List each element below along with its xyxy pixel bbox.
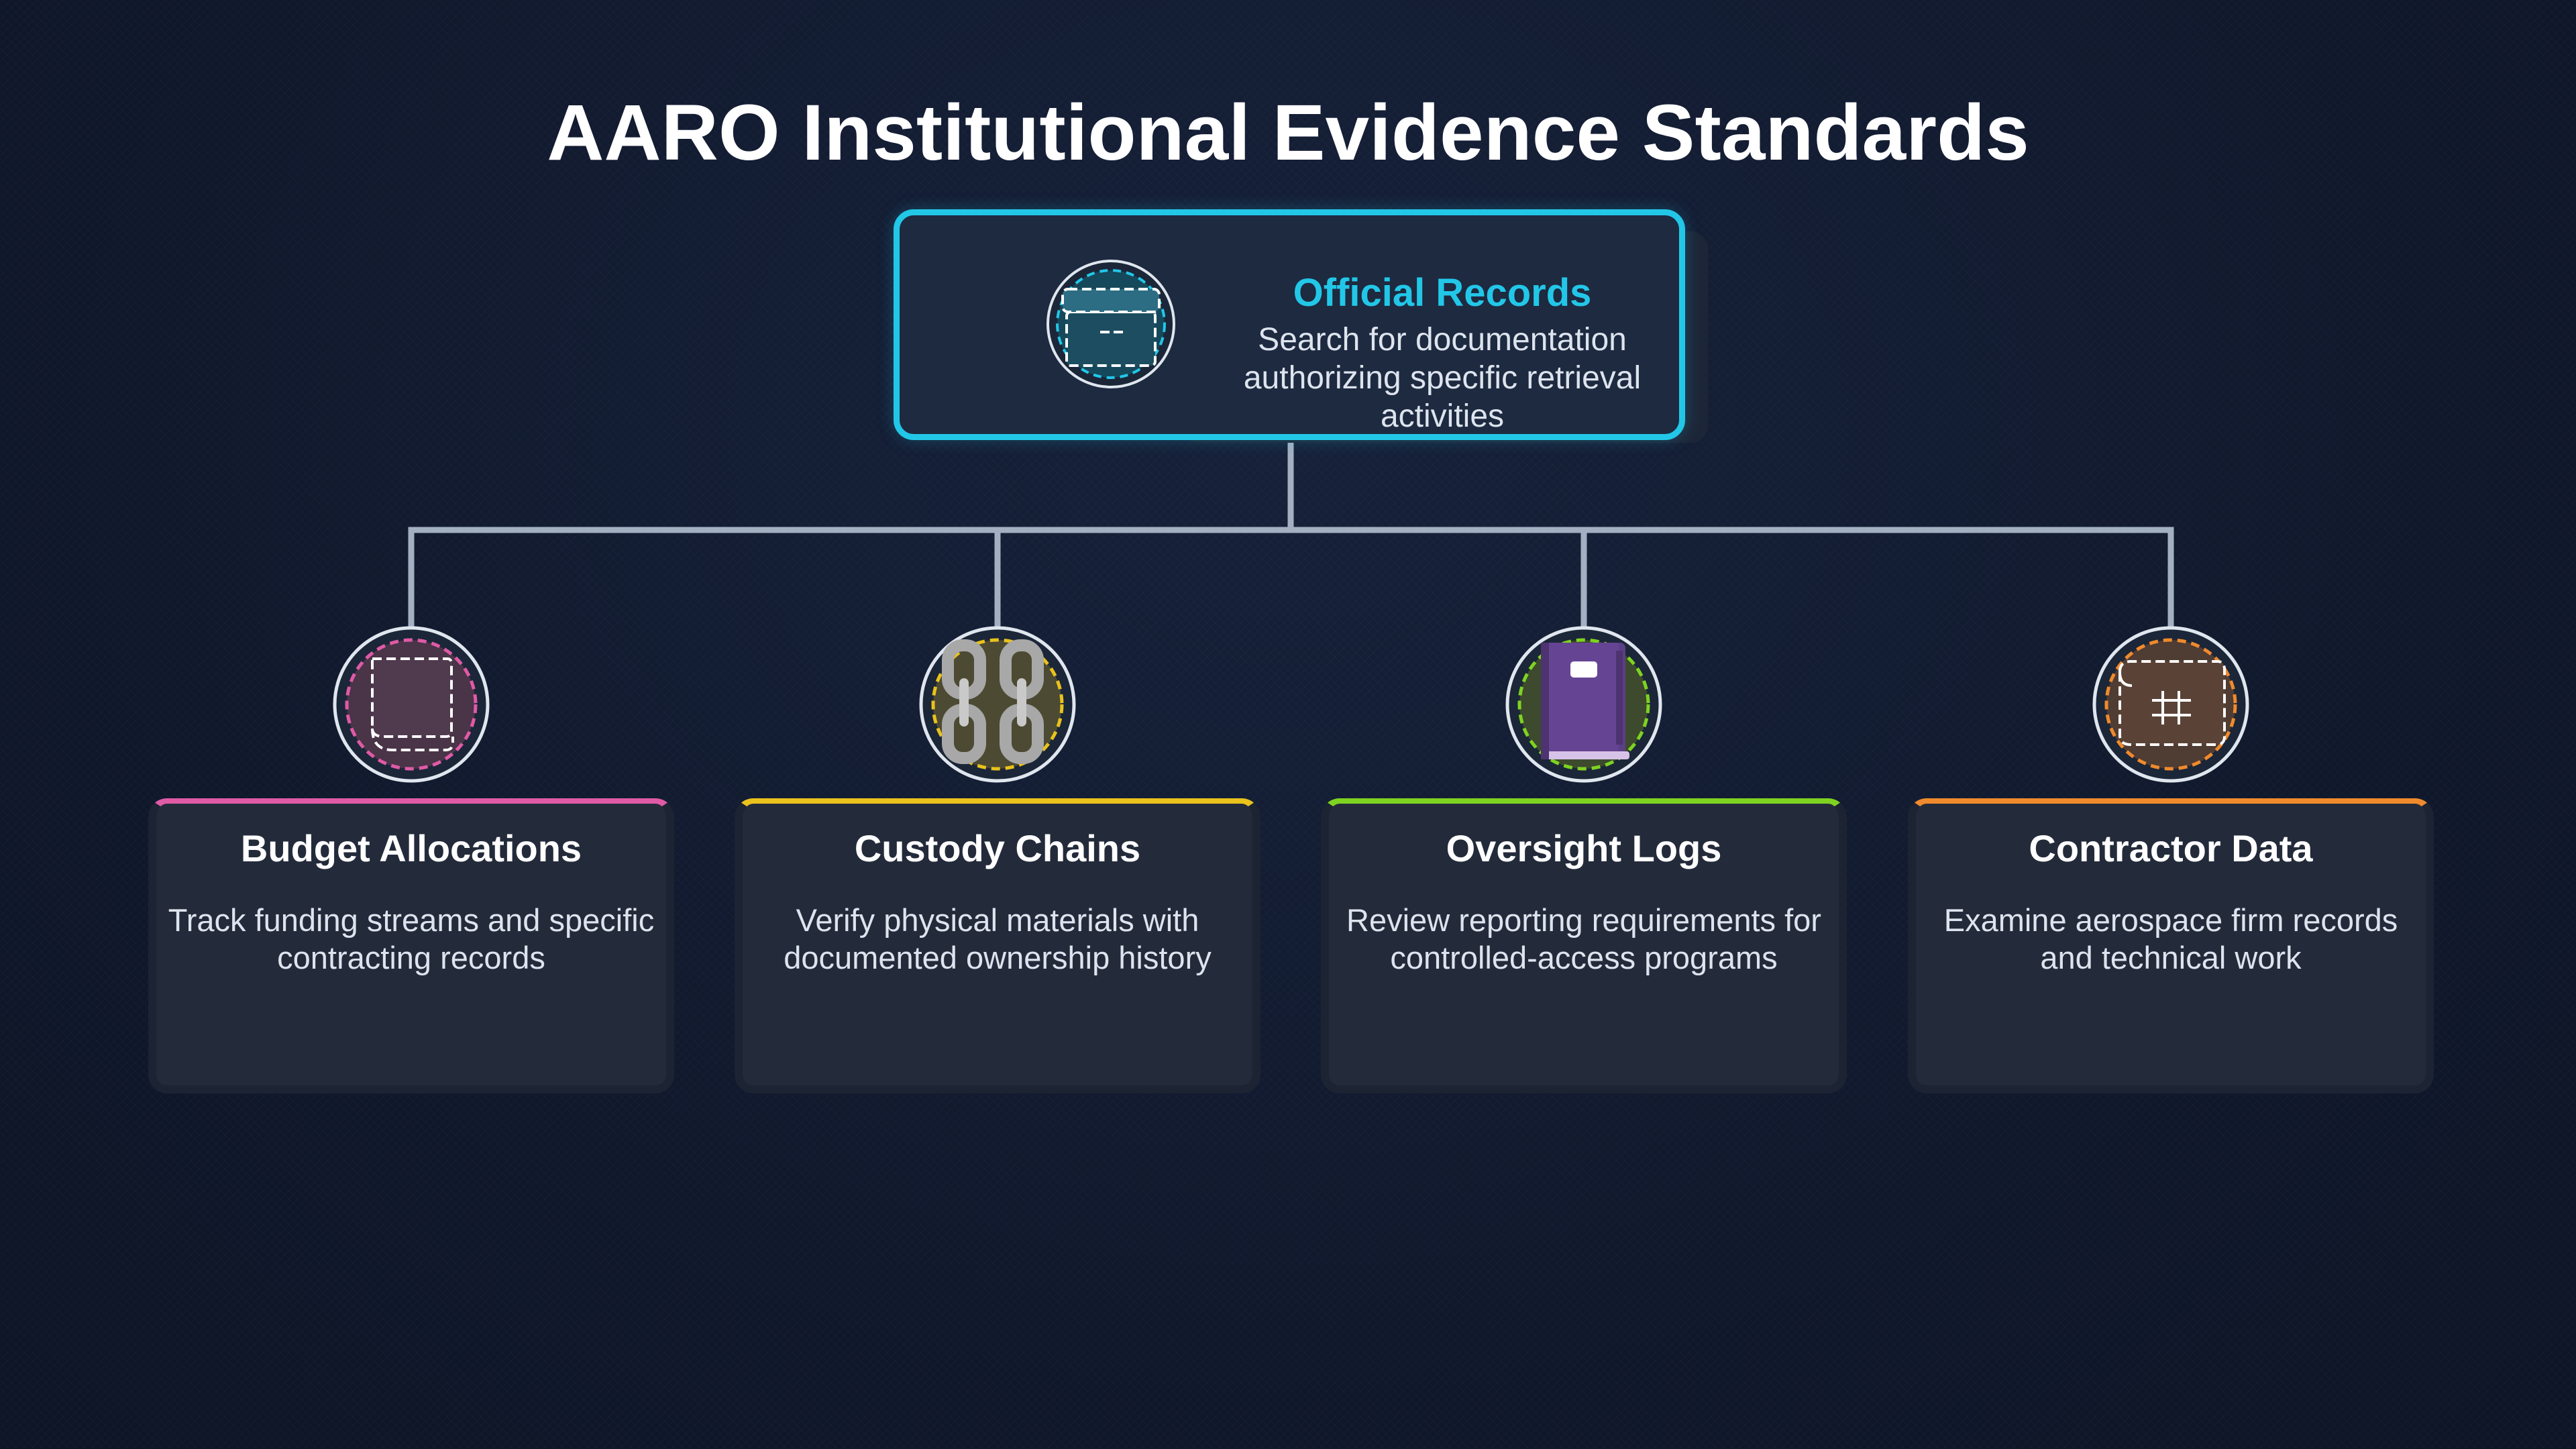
root-title: Official Records bbox=[1293, 271, 1592, 315]
card-contractor-data[interactable] bbox=[1908, 798, 2434, 1093]
card-title: Custody Chains bbox=[854, 827, 1141, 869]
card-description: Verify physical materials with documente… bbox=[784, 902, 1212, 975]
archive-box-icon bbox=[1046, 260, 1175, 388]
card-oversight-logs[interactable] bbox=[1321, 798, 1847, 1093]
root-description: Search for documentation authorizing spe… bbox=[1243, 322, 1642, 434]
card-title: Oversight Logs bbox=[1446, 827, 1722, 869]
card-custody-chains[interactable] bbox=[735, 798, 1260, 1093]
card-description: Track funding streams and specific contr… bbox=[168, 902, 655, 975]
logbook-icon bbox=[1505, 626, 1662, 783]
diagram-title: AARO Institutional Evidence Standards bbox=[547, 89, 2029, 177]
card-budget-allocations[interactable] bbox=[148, 798, 674, 1093]
card-title: Budget Allocations bbox=[240, 827, 582, 869]
blueprint-scroll-icon bbox=[2092, 626, 2249, 783]
card-description: Review reporting requirements for contro… bbox=[1346, 902, 1821, 975]
card-title: Contractor Data bbox=[2029, 827, 2313, 869]
root-card[interactable] bbox=[894, 209, 1685, 440]
chain-link-icon bbox=[919, 626, 1076, 783]
card-description: Examine aerospace firm records and techn… bbox=[1943, 902, 2398, 975]
scroll-icon bbox=[333, 626, 490, 783]
